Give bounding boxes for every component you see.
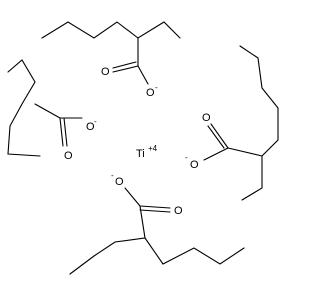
titanium-ion: Ti +4: [136, 144, 158, 160]
ligand-bottom: O - O: [69, 171, 245, 275]
titanium-symbol: Ti: [136, 148, 145, 160]
ligand-right-single-bond-o: [203, 147, 229, 161]
ligand-top-single-bond-o: [137, 65, 149, 85]
ligand-left-negative-charge: -: [94, 117, 97, 126]
ligand-right-carbonyl-bond-1: [210, 123, 229, 149]
ligand-left-anion-oxygen: O: [86, 121, 95, 133]
ligand-bottom-carbonyl-bond-1: [139, 205, 171, 209]
ligand-left-bond-ch-carboxyl: [34, 103, 61, 119]
ligand-left-carbonyl-bond-2: [63, 117, 68, 147]
ligand-top-carbonyl-bond-2: [112, 61, 137, 69]
ligand-bottom-single-bond-o: [124, 187, 141, 207]
ligand-bottom-carbonyl-bond-2: [139, 209, 171, 213]
ligand-top-carbonyl-bond-1: [112, 65, 139, 73]
ligand-right-carbon-chain: [239, 45, 279, 201]
ligand-bottom-carbon-chain: [69, 237, 245, 275]
ligand-right-anion-oxygen: O: [190, 159, 199, 171]
ligand-left: O - O: [7, 59, 97, 162]
ligand-top: O O -: [41, 21, 181, 99]
ligand-right-negative-charge: -: [185, 153, 188, 162]
ligand-left-carbon-chain: [7, 59, 41, 157]
ligand-right-bond-ch-carboxyl: [227, 147, 263, 157]
ligand-right-carbonyl-oxygen: O: [202, 112, 211, 124]
ligand-left-carbonyl-oxygen: O: [64, 150, 73, 162]
ligand-right: O O -: [185, 45, 279, 201]
ligand-top-negative-charge: -: [155, 83, 158, 92]
ligand-right-carbonyl-bond-2: [207, 125, 225, 149]
titanium-charge: +4: [148, 144, 158, 153]
ligand-bottom-anion-oxygen: O: [115, 176, 124, 188]
titanium-2-ethylhexanoate-structure: O O - O - O Ti +4 O O - O - O: [7, 21, 279, 275]
ligand-top-carbon-chain: [41, 21, 181, 39]
ligand-bottom-negative-charge: -: [111, 171, 114, 180]
ligand-bottom-carbonyl-oxygen: O: [174, 205, 183, 217]
ligand-bottom-bond-ch-carboxyl: [139, 205, 146, 239]
ligand-top-anion-oxygen: O: [146, 87, 155, 99]
ligand-left-carbonyl-bond-1: [59, 117, 64, 147]
ligand-top-carbonyl-oxygen: O: [101, 66, 110, 78]
